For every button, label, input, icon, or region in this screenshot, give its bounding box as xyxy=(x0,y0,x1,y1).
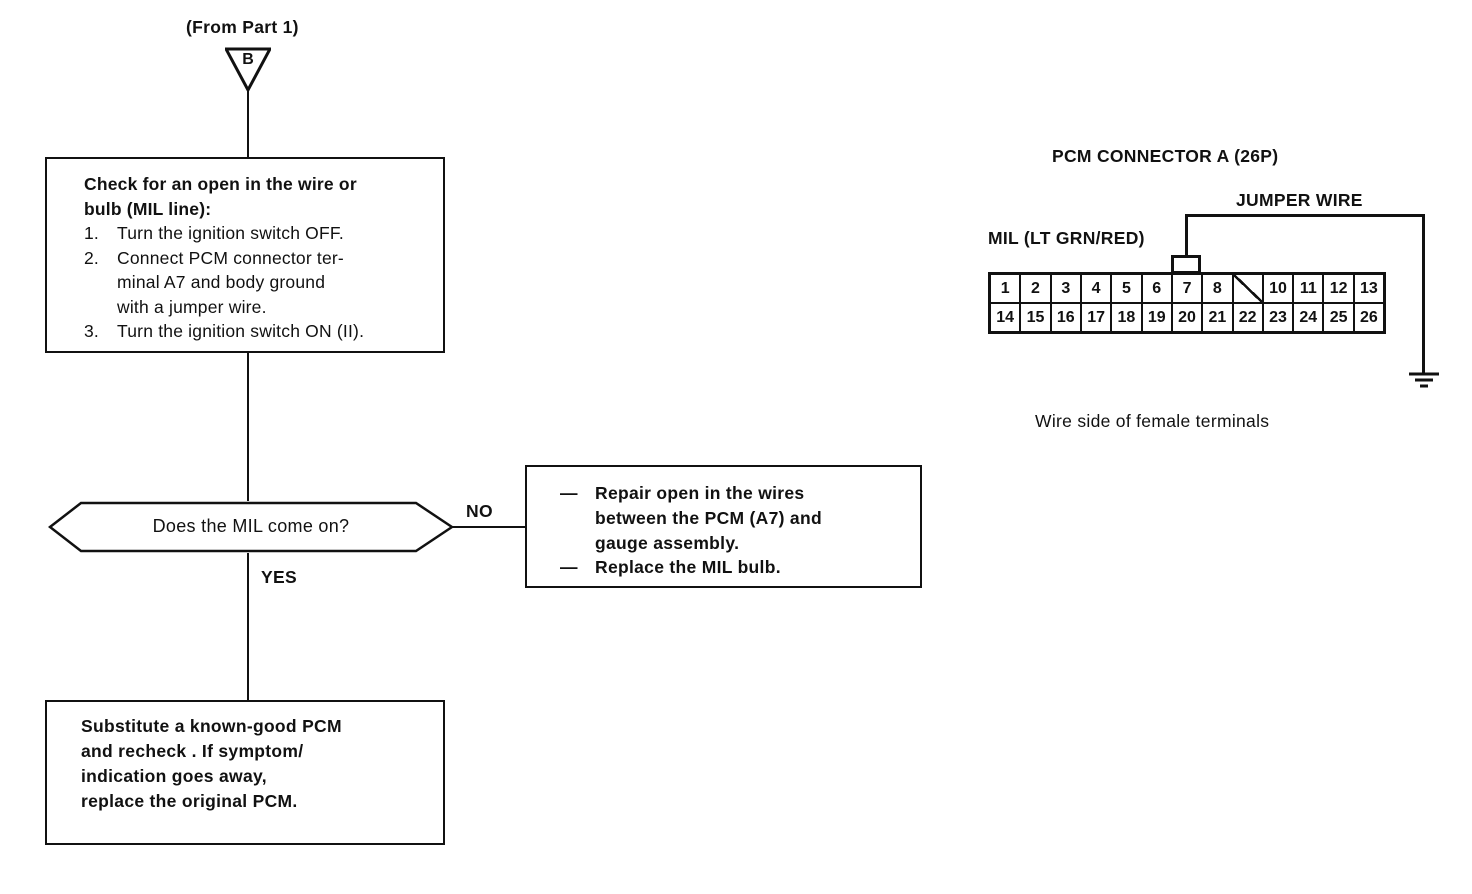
check-step: 1. Turn the ignition switch OFF. xyxy=(84,221,437,246)
step-text: Turn the ignition switch OFF. xyxy=(117,223,344,243)
jumper-wire-drop-to-ground xyxy=(1422,214,1425,374)
connector-b-letter: B xyxy=(242,51,254,68)
terminal-cell: 26 xyxy=(1360,308,1378,326)
dash-bullet: — xyxy=(560,483,578,503)
repair-action-text: Replace the MIL bulb. xyxy=(595,557,781,578)
step-text: Connect PCM connector ter- minal A7 and … xyxy=(117,247,344,317)
flow-line-check-to-decision xyxy=(247,353,249,501)
terminal-cell: 1 xyxy=(991,275,1022,302)
step-number: 1. xyxy=(84,223,99,243)
terminal-cell: 7 xyxy=(1173,275,1204,302)
check-step: 3. Turn the ignition switch ON (II). xyxy=(84,319,437,344)
earth-ground-icon xyxy=(1409,372,1439,388)
check-step: 2. Connect PCM connector ter- minal A7 a… xyxy=(84,246,437,320)
terminal-cell: 19 xyxy=(1143,304,1173,331)
terminal-cell: 13 xyxy=(1360,279,1378,297)
terminal-cell: 18 xyxy=(1112,304,1143,331)
no-branch-label: NO xyxy=(466,501,493,521)
check-box-heading: Check for an open in the wire or bulb (M… xyxy=(84,174,357,219)
jumper-wire-label: JUMPER WIRE xyxy=(1236,190,1363,210)
repair-action: — Replace the MIL bulb. xyxy=(560,555,916,580)
check-wire-box: Check for an open in the wire or bulb (M… xyxy=(45,157,445,353)
terminal-cell: 3 xyxy=(1052,275,1082,302)
decision-question: Does the MIL come on? xyxy=(152,516,350,536)
terminal-cell: 4 xyxy=(1082,275,1113,302)
terminal-cell: 12 xyxy=(1324,275,1355,302)
repair-action-text: Repair open in the wires between the PCM… xyxy=(595,483,822,553)
terminal-cell: 11 xyxy=(1294,275,1325,302)
substitute-pcm-text: Substitute a known-good PCM and recheck … xyxy=(81,716,342,811)
terminal-cell: 25 xyxy=(1324,304,1355,331)
connector-title: PCM CONNECTOR A (26P) xyxy=(1052,146,1279,166)
terminal-cell: 15 xyxy=(1021,304,1052,331)
flow-line-decision-to-yes xyxy=(247,553,249,700)
terminal-cell: 10 xyxy=(1264,275,1295,302)
jumper-wire-horizontal xyxy=(1185,214,1425,217)
terminal-cell: 17 xyxy=(1082,304,1113,331)
step-number: 2. xyxy=(84,247,99,268)
flow-line-decision-to-no xyxy=(452,526,525,528)
yes-branch-label: YES xyxy=(261,567,297,587)
dash-bullet: — xyxy=(560,557,578,578)
repair-open-box: — Repair open in the wires between the P… xyxy=(525,465,922,588)
jumper-wire-drop-to-terminal7 xyxy=(1185,214,1188,258)
terminal-cell: 6 xyxy=(1143,275,1173,302)
terminal-cell: 14 xyxy=(991,304,1022,331)
terminal-cell: 16 xyxy=(1052,304,1082,331)
step-number: 3. xyxy=(84,321,99,341)
connector-b-triangle-icon xyxy=(225,47,271,92)
terminal-cell: 23 xyxy=(1264,304,1295,331)
terminal-cell: 2 xyxy=(1021,275,1052,302)
terminal-cell: 22 xyxy=(1234,304,1264,331)
terminal-cell: 20 xyxy=(1173,304,1204,331)
terminal-cell: 21 xyxy=(1203,304,1234,331)
mil-wire-label: MIL (LT GRN/RED) xyxy=(988,228,1145,248)
step-text: Turn the ignition switch ON (II). xyxy=(117,321,365,341)
terminal-cell: 5 xyxy=(1112,275,1143,302)
terminal-cell: 8 xyxy=(1203,275,1234,302)
wire-side-caption: Wire side of female terminals xyxy=(1035,411,1270,431)
from-part-label: (From Part 1) xyxy=(186,17,299,37)
flow-line-triangle-to-check xyxy=(247,89,249,157)
terminal-cell-blank xyxy=(1233,275,1264,302)
terminal-cell: 24 xyxy=(1294,304,1325,331)
repair-action: — Repair open in the wires between the P… xyxy=(560,481,916,555)
substitute-pcm-box: Substitute a known-good PCM and recheck … xyxy=(45,700,445,845)
